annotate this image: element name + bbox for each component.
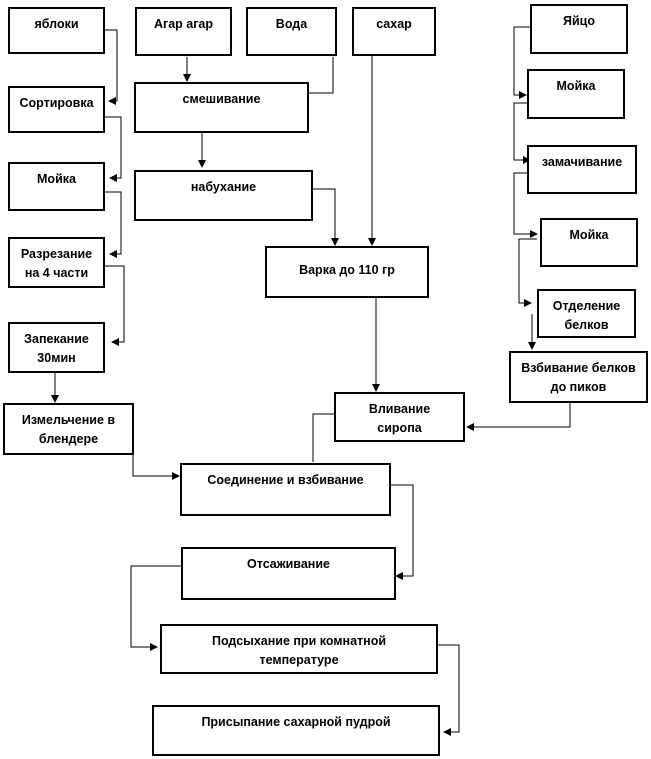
node-wash-egg-label: Мойка	[556, 79, 596, 93]
node-blending-label: Измельчение в блендере	[21, 413, 116, 447]
arrow-soaking-to-wash2	[513, 172, 538, 238]
node-baking: Запекание 30мин	[8, 322, 105, 373]
arrow-whipping-to-pouring	[466, 403, 571, 431]
node-baking-label: Запекание 30мин	[24, 332, 89, 366]
node-agar: Агар агар	[135, 7, 232, 56]
arrow-wash2-to-separation	[518, 238, 537, 307]
node-agar-label: Агар агар	[153, 17, 214, 31]
node-cutting-label: Разрезание на 4 части	[20, 247, 93, 281]
node-mixing-label: смешивание	[182, 92, 261, 106]
arrow-sorting-to-wash	[104, 116, 122, 182]
node-wash-apples-label: Мойка	[37, 172, 76, 186]
arrow-piping-to-drying	[130, 565, 182, 651]
node-soaking: замачивание	[527, 145, 637, 194]
arrow-egg-to-wash	[513, 26, 530, 99]
node-separation-label: Отделение белков	[552, 299, 621, 333]
node-sugar-label: сахар	[376, 17, 412, 31]
node-egg: Яйцо	[530, 4, 628, 54]
arrow-swelling-to-boiling	[312, 188, 339, 246]
node-boiling: Варка до 110 гр	[265, 246, 429, 298]
node-pouring: Вливание сиропа	[334, 392, 465, 442]
node-drying-label: Подсыхание при комнатной температуре	[211, 634, 387, 668]
node-egg-label: Яйцо	[563, 14, 595, 28]
node-water: Вода	[246, 7, 337, 56]
node-cutting: Разрезание на 4 части	[8, 237, 105, 288]
node-blending: Измельчение в блендере	[3, 403, 134, 455]
arrow-wash-to-soaking	[513, 102, 531, 164]
node-separation: Отделение белков	[537, 289, 636, 338]
arrow-combining-to-piping	[390, 484, 414, 580]
node-dusting-label: Присыпание сахарной пудрой	[201, 715, 391, 729]
arrow-cutting-to-baking	[104, 265, 125, 346]
node-wash-egg: Мойка	[527, 69, 625, 119]
node-mixing: смешивание	[134, 82, 309, 133]
arrow-pouring-to-combining	[312, 413, 334, 462]
node-piping: Отсаживание	[181, 547, 396, 600]
node-wash-egg-2-label: Мойка	[569, 228, 609, 242]
arrow-boiling-to-pouring	[368, 295, 380, 392]
node-wash-apples: Мойка	[8, 162, 105, 211]
node-sugar: сахар	[352, 7, 436, 56]
arrow-drying-to-dusting	[437, 644, 460, 736]
node-pouring-label: Вливание сиропа	[368, 402, 431, 436]
node-boiling-label: Варка до 110 гр	[299, 263, 395, 277]
node-apples-label: яблоки	[34, 17, 79, 31]
node-drying: Подсыхание при комнатной температуре	[160, 624, 438, 674]
node-swelling: набухание	[134, 170, 313, 221]
arrow-water-to-mixing	[306, 57, 334, 97]
node-piping-label: Отсаживание	[247, 557, 330, 571]
arrow-blending-to-combining	[132, 455, 180, 480]
node-apples: яблоки	[8, 7, 105, 54]
node-swelling-label: набухание	[190, 180, 257, 194]
node-dusting: Присыпание сахарной пудрой	[152, 705, 440, 756]
arrow-wash-to-cutting	[104, 191, 122, 258]
node-whipping-whites: Взбивание белков до пиков	[509, 351, 648, 403]
node-combining-label: Соединение и взбивание	[207, 473, 364, 487]
node-wash-egg-2: Мойка	[540, 218, 638, 267]
node-soaking-label: замачивание	[541, 155, 623, 169]
node-combining: Соединение и взбивание	[180, 463, 391, 516]
node-whipping-whites-label: Взбивание белков до пиков	[521, 361, 636, 395]
node-water-label: Вода	[275, 17, 308, 31]
arrow-apples-to-sorting	[104, 29, 118, 105]
node-sorting: Сортировка	[8, 86, 105, 133]
node-sorting-label: Сортировка	[19, 96, 94, 110]
